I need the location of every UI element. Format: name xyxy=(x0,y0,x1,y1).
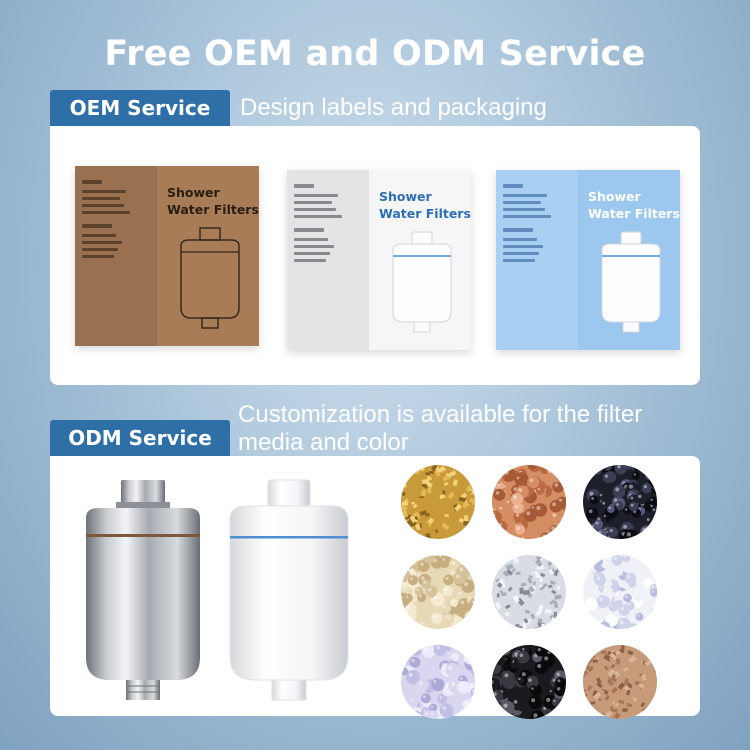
media-sample-black-tourmaline xyxy=(492,645,566,719)
box-filter-illustration xyxy=(601,231,661,333)
oem-service-tag: OEM Service xyxy=(50,90,230,126)
media-sample-vitamin-c-beads xyxy=(583,555,657,629)
media-sample-tourmaline-beads xyxy=(401,645,475,719)
box-brand-line1: Shower xyxy=(588,189,641,204)
box-side-panel xyxy=(496,170,578,350)
box-brand-line1: Shower xyxy=(379,189,432,204)
media-sample-activated-carbon xyxy=(583,465,657,539)
page-title: Free OEM and ODM Service xyxy=(104,34,646,74)
media-sample-kdf-granules xyxy=(401,465,475,539)
box-brand-line2: Water Filters xyxy=(588,206,680,221)
media-sample-calcium-sulfite xyxy=(401,555,475,629)
odm-panel xyxy=(50,456,700,719)
media-sample-maifan-stone xyxy=(583,645,657,719)
box-filter-illustration xyxy=(392,231,452,333)
box-filter-illustration xyxy=(180,227,240,329)
odm-service-tag: ODM Service xyxy=(50,420,230,456)
box-side-panel xyxy=(287,170,369,350)
media-sample-crystal-beads xyxy=(492,555,566,629)
box-brand-line1: Shower xyxy=(167,185,220,200)
oem-description: Design labels and packaging xyxy=(240,94,547,121)
box-brand-line2: Water Filters xyxy=(379,206,471,221)
stainless-filter-image xyxy=(86,480,200,700)
white-filter-image xyxy=(229,479,349,701)
media-sample-ceramic-balls xyxy=(492,465,566,539)
box-brand-line2: Water Filters xyxy=(167,202,259,217)
box-side-panel xyxy=(75,166,157,346)
odm-description: Customization is available for the filte… xyxy=(238,401,643,456)
